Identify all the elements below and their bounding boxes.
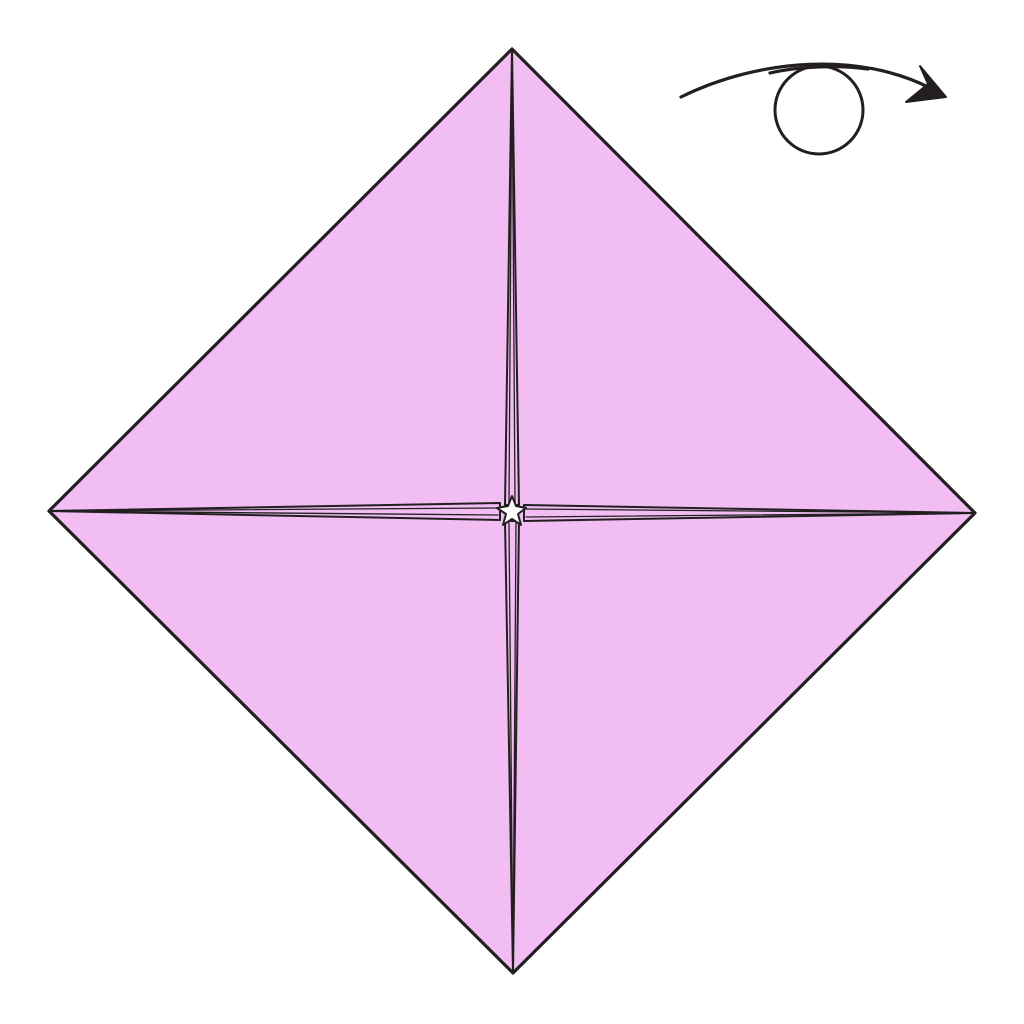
horizontal-crease-left bbox=[48, 502, 501, 521]
paper-outline bbox=[47, 47, 977, 975]
vertical-crease-bottom bbox=[504, 520, 520, 974]
horizontal-crease-right bbox=[523, 504, 976, 522]
arrowhead-icon bbox=[905, 65, 947, 103]
turn-over-icon bbox=[679, 62, 947, 156]
center-opening bbox=[496, 495, 527, 526]
circle-icon bbox=[773, 64, 865, 156]
